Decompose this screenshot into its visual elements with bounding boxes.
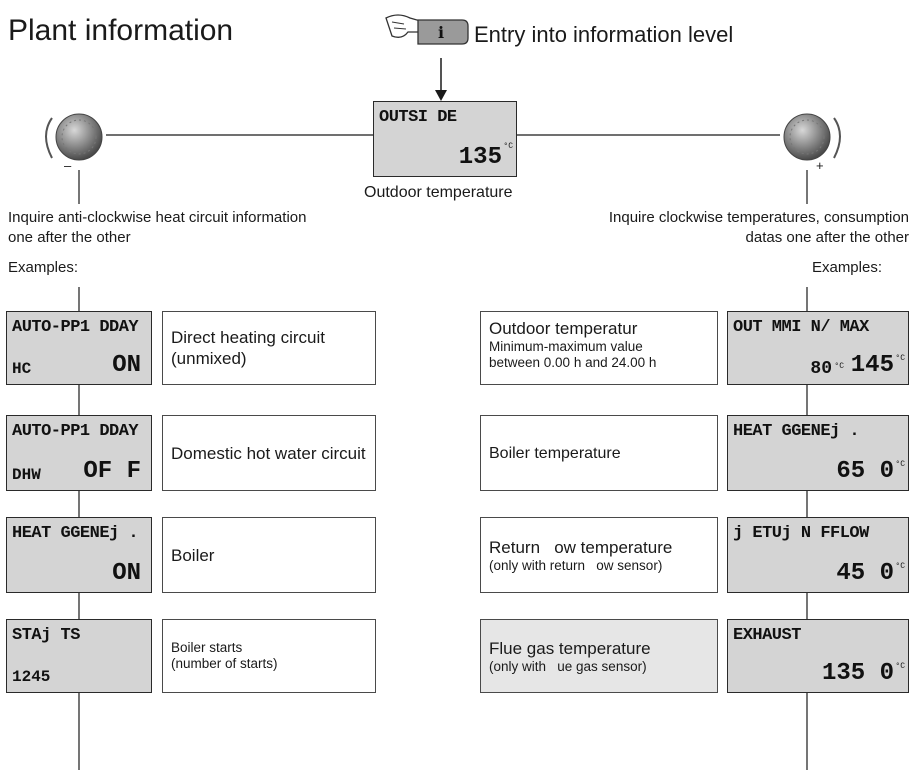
right-caption-line1: Inquire clockwise temperatures, consumpt… — [608, 209, 909, 226]
left-lcd-hc: AUTO-PP1 DDAY HC ON — [6, 311, 152, 385]
desc-boiler: Boiler — [162, 517, 376, 593]
entry-label: Entry into information level — [474, 22, 734, 47]
right-lcd-exhaust: EXHAUST 135 0 °C — [727, 619, 909, 693]
desc-return-flow: Return ow temperature (only with return … — [480, 517, 718, 593]
left-lcd-starts: STAj TS 1245 — [6, 619, 152, 693]
left-knob-icon — [45, 113, 103, 161]
info-button-label: i — [438, 23, 444, 42]
center-lcd-line1: OUTSI DE — [379, 108, 457, 127]
left-lcd-heat-gen: HEAT GGENEj . ON — [6, 517, 152, 593]
desc-direct-heating: Direct heating circuit (unmixed) — [162, 311, 376, 385]
knob-minus-label: – — [64, 158, 72, 173]
center-lcd-display: OUTSI DE 135 °C — [373, 101, 517, 177]
right-lcd-heat-gen: HEAT GGENEj . 65 0 °C — [727, 415, 909, 491]
left-examples-label: Examples: — [8, 259, 79, 276]
desc-boiler-starts: Boiler starts (number of starts) — [162, 619, 376, 693]
center-lcd-value: 135 — [458, 144, 502, 171]
right-lcd-out-minmax: OUT MMI N/ MAX 80 °C 145 °C — [727, 311, 909, 385]
center-caption: Outdoor temperature — [364, 184, 513, 201]
right-knob-icon — [783, 113, 841, 161]
info-button-hand-icon[interactable]: i — [384, 10, 474, 50]
right-examples-label: Examples: — [811, 259, 882, 276]
right-lcd-return-flow: j ETUj N FFLOW 45 0 °C — [727, 517, 909, 593]
left-lcd-dhw: AUTO-PP1 DDAY DHW OF F — [6, 415, 152, 491]
right-caption: Inquire clockwise temperatures, consumpt… — [609, 208, 909, 248]
desc-flue-gas: Flue gas temperature (only with ue gas s… — [480, 619, 718, 693]
left-caption: Inquire anti-clockwise heat circuit info… — [8, 208, 306, 248]
desc-boiler-temperature: Boiler temperature — [480, 415, 718, 491]
page-title: Plant information — [8, 14, 234, 47]
left-caption-line1: Inquire anti-clockwise heat circuit info… — [8, 209, 307, 226]
left-caption-line2: one after the other — [8, 229, 131, 246]
center-lcd-unit: °C — [503, 142, 513, 151]
knob-plus-label: + — [816, 158, 824, 173]
right-caption-line2: datas one after the other — [745, 229, 909, 246]
desc-domestic-hot-water: Domestic hot water circuit — [162, 415, 376, 491]
desc-outdoor-minmax: Outdoor temperatur Minimum-maximum value… — [480, 311, 718, 385]
